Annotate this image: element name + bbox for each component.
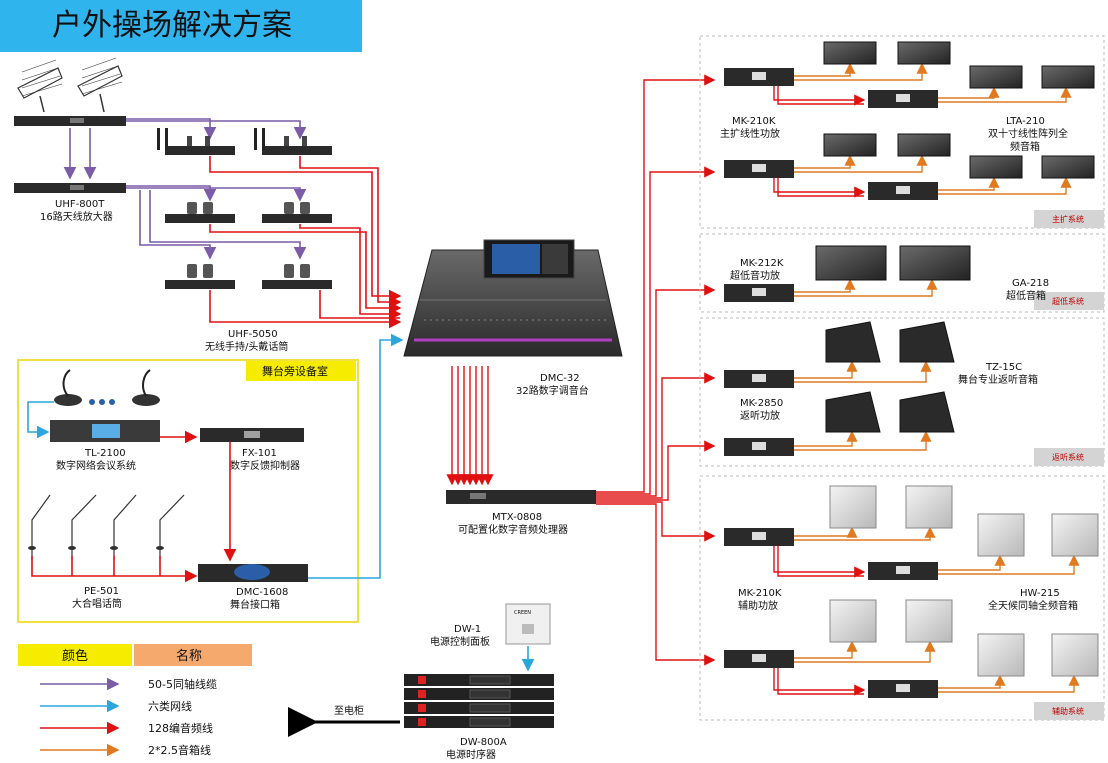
mtx-model: MTX-0808 xyxy=(492,512,542,523)
amp-link-lines xyxy=(773,86,866,696)
subwoofer-speakers xyxy=(815,245,971,281)
choir-mic-lines xyxy=(31,556,198,583)
dmc32-model: DMC-32 xyxy=(540,373,580,384)
coaxial-speakers xyxy=(829,485,1099,677)
legend-item-1: 六类网线 xyxy=(148,699,192,713)
tl2100-name: 数字网络会议系统 xyxy=(56,459,136,472)
conference-mic-icon xyxy=(54,369,160,406)
system-main-tag: 主扩系统 xyxy=(1052,214,1084,224)
dw1-brand: CREEN xyxy=(514,610,531,616)
dmc-to-mixer-line xyxy=(308,333,404,579)
mtx-to-amp-lines xyxy=(596,74,716,666)
dw800a-model: DW-800A xyxy=(460,737,507,748)
system-tags xyxy=(1034,210,1104,720)
mk210k-aux-name: 辅助功放 xyxy=(738,599,778,612)
uhf800t-name: 16路天线放大器 xyxy=(40,210,113,223)
stage-room-label-bg xyxy=(246,361,356,381)
mtx-name: 可配置化数字音频处理器 xyxy=(458,523,568,536)
uhf800t-model: UHF-800T xyxy=(55,199,105,210)
hw215-name: 全天候同轴全频音箱 xyxy=(988,599,1078,612)
system-sub-tag: 超低系统 xyxy=(1052,296,1084,306)
lta210-name2: 频音箱 xyxy=(1010,140,1040,153)
lta210-model: LTA-210 xyxy=(1006,116,1045,127)
dw1-name: 电源控制面板 xyxy=(430,635,490,648)
receiver-audio-lines xyxy=(209,156,402,329)
system-frames xyxy=(699,35,1105,721)
pe501-model: PE-501 xyxy=(84,586,119,597)
monitor-speakers xyxy=(825,321,955,433)
legend-items xyxy=(40,677,120,757)
antenna-icon xyxy=(17,57,123,113)
mk2850-model: MK-2850 xyxy=(740,398,783,409)
legend-color-header xyxy=(18,644,132,666)
dw800a-stack xyxy=(404,674,554,728)
dmc1608-model: DMC-1608 xyxy=(236,587,288,598)
choir-mic-icon xyxy=(31,494,185,560)
mk212k-name: 超低音功放 xyxy=(730,269,780,282)
coax-lines xyxy=(63,118,307,260)
uhf5050-name: 无线手持/头戴话筒 xyxy=(205,340,288,353)
mk2850-name: 返听功放 xyxy=(740,409,780,422)
power-amplifiers xyxy=(724,68,938,698)
legend-col-color: 颜色 xyxy=(62,648,88,664)
dw1-panel xyxy=(505,603,551,645)
mixer-console xyxy=(403,239,623,357)
to-power-cabinet-label: 至电柜 xyxy=(334,704,364,717)
speaker-lines xyxy=(794,62,1080,693)
uhf5050-model: UHF-5050 xyxy=(228,329,278,340)
mixer-to-mtx-lines xyxy=(446,366,494,486)
tz15c-name: 舞台专业返听音箱 xyxy=(958,373,1038,386)
legend-name-header xyxy=(134,644,252,666)
dw1-model: DW-1 xyxy=(454,624,481,635)
tl2100-unit xyxy=(50,420,160,442)
page-title: 户外操场解决方案 xyxy=(0,0,362,52)
mk210k-aux-model: MK-210K xyxy=(738,588,782,599)
stage-room-frame xyxy=(17,359,359,623)
stage-room-label: 舞台旁设备室 xyxy=(262,364,328,378)
mk210k-main-name: 主扩线性功放 xyxy=(720,127,780,140)
legend-item-2: 128编音频线 xyxy=(148,721,213,735)
ga218-name: 超低音箱 xyxy=(1006,289,1046,302)
line-array-speakers xyxy=(823,41,1095,179)
mk212k-model: MK-212K xyxy=(740,258,784,269)
legend-item-0: 50-5同轴线缆 xyxy=(148,677,217,691)
fx101-unit xyxy=(200,428,304,442)
tl2100-model: TL-2100 xyxy=(84,448,126,459)
pe501-name: 大合唱话筒 xyxy=(72,597,122,610)
tz15c-model: TZ-15C xyxy=(985,362,1022,373)
fx101-model: FX-101 xyxy=(242,448,277,459)
lta210-name1: 双十寸线性阵列全 xyxy=(988,127,1068,140)
choir-mic-bases xyxy=(28,546,164,550)
fx101-name: 数字反馈抑制器 xyxy=(230,459,300,472)
dw800a-name: 电源时序器 xyxy=(446,748,496,761)
uhf-rack-unit xyxy=(14,116,126,193)
legend-col-name: 名称 xyxy=(176,648,202,664)
mtx-processor xyxy=(446,490,596,504)
system-monitor-tag: 返听系统 xyxy=(1052,452,1084,462)
dmc32-name: 32路数字调音台 xyxy=(516,384,589,397)
ga218-model: GA-218 xyxy=(1012,278,1049,289)
system-aux-tag: 辅助系统 xyxy=(1052,706,1084,716)
mk210k-main-model: MK-210K xyxy=(732,116,776,127)
cat6-line xyxy=(27,401,54,439)
wireless-receivers xyxy=(157,128,332,289)
dmc1608-name: 舞台接口箱 xyxy=(230,598,280,611)
dmc1608-unit xyxy=(198,564,308,582)
hw215-model: HW-215 xyxy=(1020,588,1060,599)
legend-item-3: 2*2.5音箱线 xyxy=(148,743,211,757)
